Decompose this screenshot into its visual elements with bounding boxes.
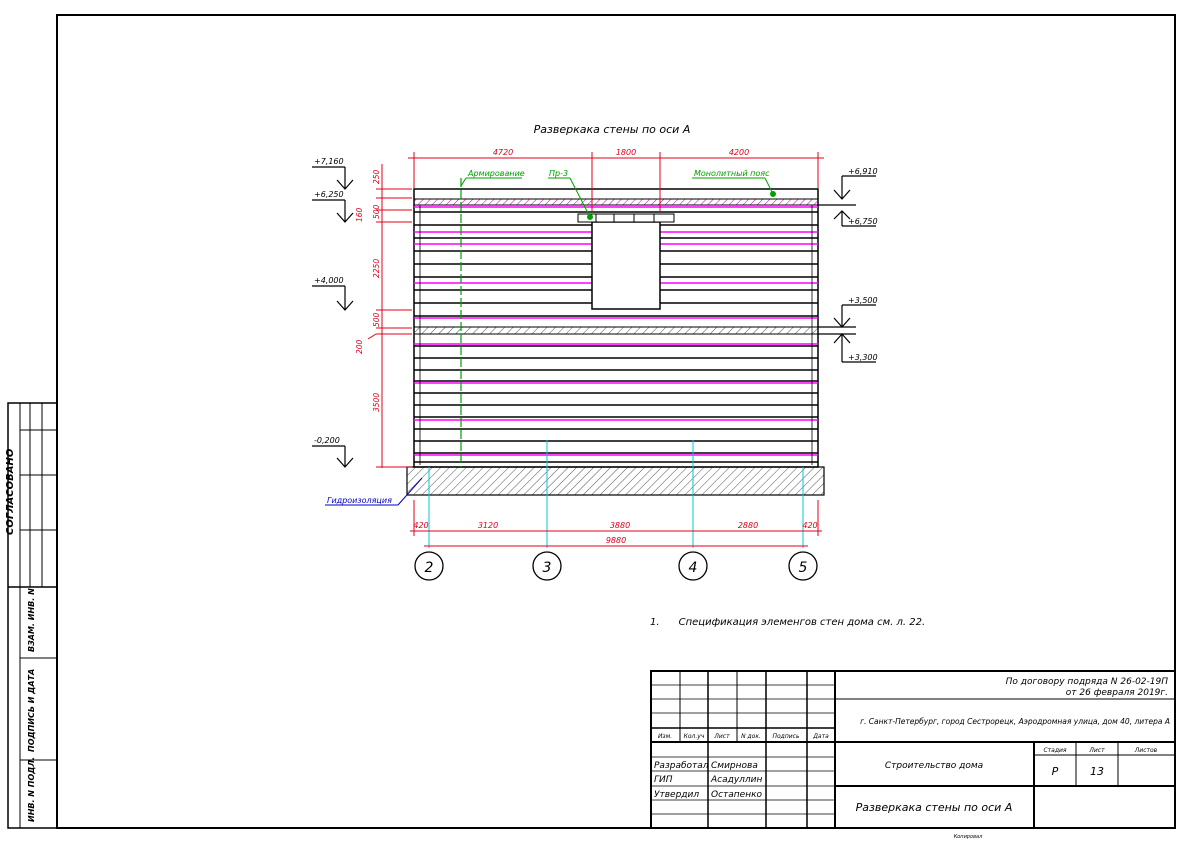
name-chief-engineer: Асадуллин bbox=[710, 775, 763, 785]
level-left-minus0200: -0,200 bbox=[314, 436, 340, 445]
col-header-change: Изм. bbox=[658, 733, 672, 740]
callout-lintel: Пр-3 bbox=[549, 169, 568, 178]
drawing-title: Разверкака стены по оси А bbox=[534, 123, 691, 136]
block-rows bbox=[414, 211, 818, 463]
object-address: г. Санкт-Петербург, город Сестрорецк, Аэ… bbox=[860, 717, 1170, 726]
vdim-200: 200 bbox=[355, 339, 364, 354]
top-dim-1: 4720 bbox=[493, 148, 513, 157]
foundation-strip bbox=[406, 466, 825, 496]
window-opening bbox=[591, 221, 661, 310]
contract-line-1: По договору подряда N 26-02-19П bbox=[1006, 677, 1169, 687]
bottom-dimension-lines bbox=[410, 500, 822, 547]
stamp-agreed: СОГЛАСОВАНО bbox=[5, 448, 16, 535]
col-header-date: Дата bbox=[812, 733, 829, 740]
rebar-lines bbox=[414, 206, 818, 456]
bottom-dim-3: 3880 bbox=[610, 521, 630, 530]
axis-bubbles bbox=[414, 551, 818, 581]
left-level-markers bbox=[312, 166, 354, 468]
contract-line-2: от 26 февраля 2019г. bbox=[1066, 688, 1168, 698]
stamp-signature-date: ПОДПИСЬ И ДАТА bbox=[27, 669, 36, 752]
axis-label-5: 5 bbox=[799, 560, 808, 576]
lintel-pr3 bbox=[577, 213, 675, 223]
top-dim-3: 4200 bbox=[729, 148, 749, 157]
stage-value: Р bbox=[1052, 765, 1059, 778]
axis-bubble-2 bbox=[414, 551, 444, 581]
role-approved: Утвердил bbox=[654, 790, 699, 800]
vdim-500b: 500 bbox=[372, 312, 381, 327]
sheet-title: Разверкака стены по оси А bbox=[856, 801, 1013, 814]
role-chief-engineer: ГИП bbox=[654, 775, 673, 785]
col-header-sheet: Лист bbox=[713, 733, 730, 740]
vdim-3500: 3500 bbox=[372, 393, 381, 412]
vdim-500a: 500 bbox=[372, 204, 381, 219]
wall-elevation bbox=[406, 178, 825, 548]
callout-waterproofing: Гидроизоляция bbox=[327, 496, 392, 505]
callout-monolithic-belt: Монолитный пояс bbox=[694, 169, 770, 178]
col-header-signature: Подпись bbox=[773, 733, 800, 740]
bottom-dim-4: 2880 bbox=[738, 521, 758, 530]
top-belt bbox=[413, 198, 819, 206]
top-dimension-line bbox=[408, 152, 824, 212]
sheets-header: Листов bbox=[1134, 747, 1158, 754]
total-dimension: 9880 bbox=[606, 536, 626, 545]
level-left-6250: +6,250 bbox=[314, 190, 344, 199]
level-left-7160: +7,160 bbox=[314, 157, 344, 166]
vdim-160: 160 bbox=[355, 207, 364, 222]
stamp-replaced-inv: ВЗАМ. ИНВ. N bbox=[27, 588, 36, 652]
col-header-count: Кол.уч bbox=[684, 733, 705, 740]
left-vertical-dims bbox=[367, 164, 412, 468]
right-level-markers bbox=[818, 175, 876, 363]
stamp-inv-original: ИНВ. N ПОДЛ. bbox=[27, 757, 36, 822]
axis-label-3: 3 bbox=[543, 560, 552, 576]
bottom-dim-1: 420 bbox=[413, 521, 428, 530]
axis-label-2: 2 bbox=[425, 560, 434, 576]
vdim-2250: 2250 bbox=[372, 259, 381, 278]
axis-bubble-5 bbox=[788, 551, 818, 581]
sheet-number: 13 bbox=[1090, 765, 1104, 778]
level-right-3300: +3,300 bbox=[848, 353, 878, 362]
name-approved: Остапенко bbox=[711, 790, 763, 800]
level-left-4000: +4,000 bbox=[314, 276, 344, 285]
callout-reinforcement: Армирование bbox=[467, 169, 525, 178]
left-stamp bbox=[7, 402, 58, 829]
project-name: Строительство дома bbox=[885, 761, 983, 771]
title-block bbox=[650, 670, 1176, 829]
middle-belt bbox=[413, 326, 819, 335]
waterproofing-leader bbox=[325, 477, 423, 506]
bottom-dim-2: 3120 bbox=[478, 521, 498, 530]
vdim-250: 250 bbox=[372, 169, 381, 184]
top-dim-2: 1800 bbox=[616, 148, 636, 157]
axis-bubble-4 bbox=[678, 551, 708, 581]
bottom-dim-5: 420 bbox=[802, 521, 817, 530]
level-right-3500: +3,500 bbox=[848, 296, 878, 305]
stage-header: Стадия bbox=[1043, 747, 1066, 754]
axis-label-4: 4 bbox=[689, 560, 698, 576]
spec-note: 1. Спецификация элеменгов стен дома см. … bbox=[650, 617, 925, 628]
copied-label: Копировал bbox=[954, 834, 983, 840]
sheet-header: Лист bbox=[1088, 747, 1105, 754]
level-right-6750: +6,750 bbox=[848, 217, 878, 226]
name-developed: Смирнова bbox=[711, 761, 758, 771]
callout-leaders bbox=[460, 177, 776, 220]
role-developed: Разработал bbox=[654, 761, 709, 771]
col-header-doc: N док. bbox=[741, 733, 761, 740]
axis-bubble-3 bbox=[532, 551, 562, 581]
axis-grid-lines bbox=[428, 440, 804, 548]
level-right-6910: +6,910 bbox=[848, 167, 878, 176]
sheet-frame bbox=[56, 14, 1176, 829]
